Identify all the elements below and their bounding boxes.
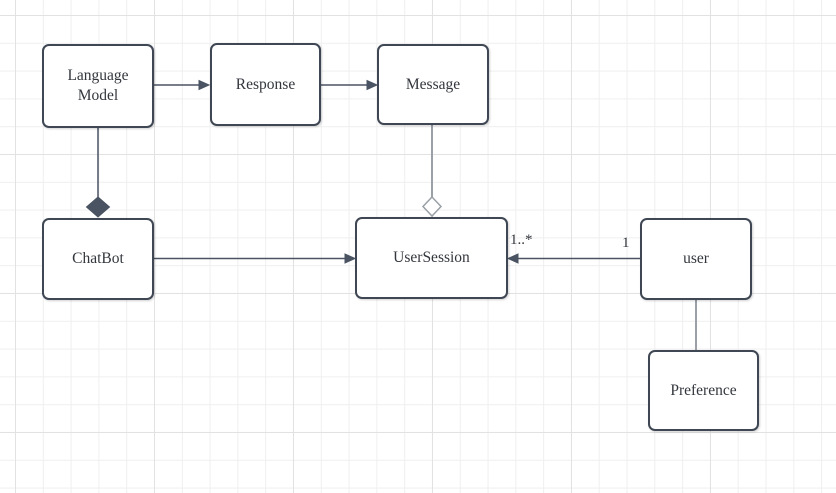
edge-languagemodel-to-response[interactable] bbox=[154, 79, 211, 91]
multiplicity-label-user[interactable]: 1 bbox=[622, 235, 630, 251]
node-label: Message bbox=[405, 75, 461, 93]
edge-chatbot-to-usersession[interactable] bbox=[154, 253, 357, 264]
arrowhead-icon bbox=[506, 253, 519, 264]
node-label: UserSession bbox=[393, 249, 470, 266]
node-label: Language Model bbox=[67, 67, 129, 104]
edge-user-to-usersession[interactable] bbox=[506, 253, 640, 264]
filled-diamond-icon bbox=[85, 196, 111, 218]
class-node-user[interactable]: user bbox=[640, 218, 752, 300]
class-node-preference[interactable]: Preference bbox=[648, 350, 759, 431]
node-label: user bbox=[683, 250, 709, 267]
edge-chatbot-languagemodel-composition[interactable] bbox=[85, 128, 111, 218]
node-label: ChatBot bbox=[72, 250, 124, 267]
edge-response-to-message[interactable] bbox=[321, 79, 379, 91]
hollow-diamond-icon bbox=[421, 195, 443, 218]
node-label: Response bbox=[235, 75, 296, 93]
class-node-response[interactable]: Response bbox=[210, 43, 321, 126]
arrowhead-icon bbox=[344, 253, 357, 264]
node-label: Preference bbox=[670, 381, 737, 399]
arrowhead-icon bbox=[366, 79, 379, 91]
class-node-language-model[interactable]: Language Model bbox=[42, 44, 154, 128]
multiplicity-label-usersession[interactable]: 1..* bbox=[510, 232, 533, 248]
class-node-message[interactable]: Message bbox=[377, 44, 489, 125]
class-node-chatbot[interactable]: ChatBot bbox=[42, 218, 154, 300]
class-node-usersession[interactable]: UserSession bbox=[355, 217, 508, 299]
edge-usersession-message-aggregation[interactable] bbox=[421, 125, 443, 218]
arrowhead-icon bbox=[198, 79, 211, 91]
